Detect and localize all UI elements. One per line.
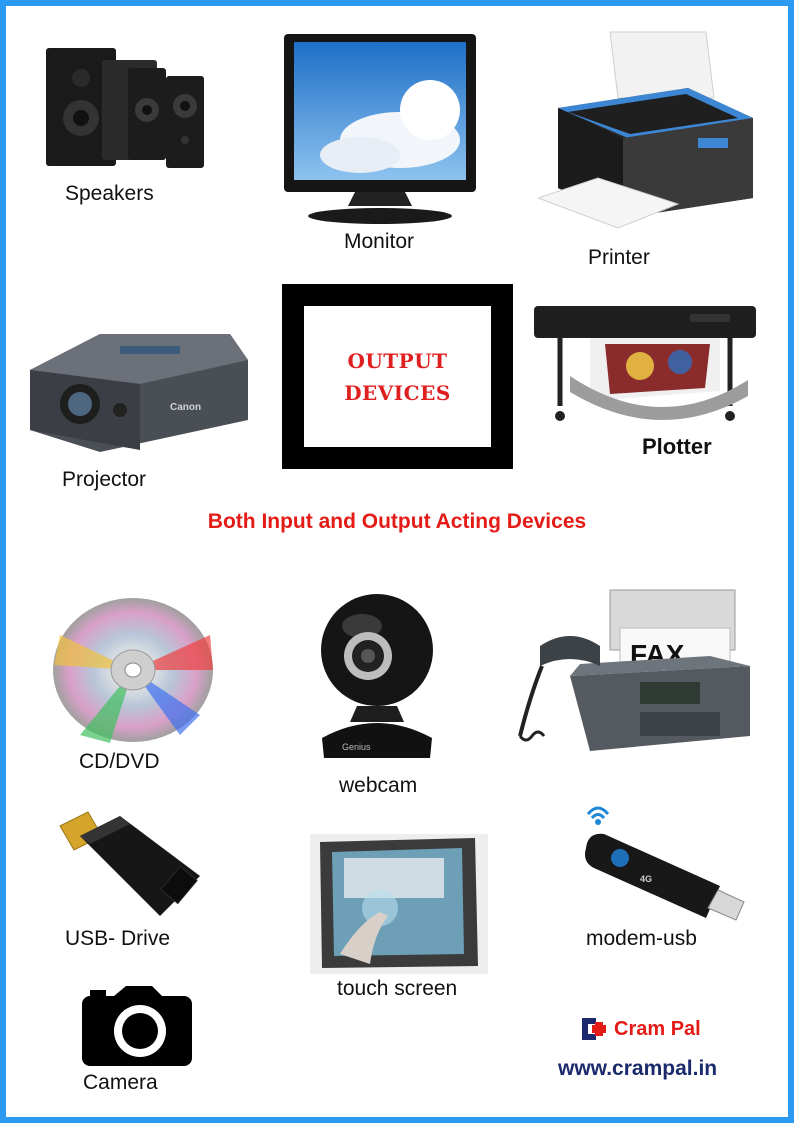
subtitle: Both Input and Output Acting Devices xyxy=(207,510,587,533)
projector-icon: Canon xyxy=(20,320,252,455)
wifi-icon xyxy=(586,806,610,825)
monitor-label: Monitor xyxy=(344,230,415,253)
printer-icon xyxy=(538,28,758,233)
monitor-icon xyxy=(280,30,480,230)
cd-dvd-label: CD/DVD xyxy=(79,750,160,773)
printer-label: Printer xyxy=(588,246,650,269)
crampal-logo-icon xyxy=(580,1014,608,1044)
title-line-1: OUTPUT xyxy=(347,348,448,373)
title-line-2: DEVICES xyxy=(344,380,451,405)
plotter-label: Plotter xyxy=(642,434,712,459)
webcam-icon: Genius xyxy=(312,588,442,768)
cd-icon xyxy=(50,595,216,745)
usb-drive-label: USB- Drive xyxy=(65,927,171,950)
touch-screen-label: touch screen xyxy=(337,977,458,1000)
projector-brand-text: Canon xyxy=(170,402,201,413)
webcam-brand-text: Genius xyxy=(342,742,371,752)
speakers-label: Speakers xyxy=(65,182,154,205)
modem-usb-label: modem-usb xyxy=(586,927,697,950)
modem-4g-text: 4G xyxy=(640,874,652,884)
camera-label: Camera xyxy=(83,1071,158,1094)
brand: Cram Pal xyxy=(580,1014,701,1044)
usb-drive-icon xyxy=(50,806,210,926)
camera-icon xyxy=(82,986,192,1068)
speakers-icon xyxy=(40,40,210,175)
fax-icon: FAX xyxy=(510,586,760,766)
projector-label: Projector xyxy=(62,468,147,491)
brand-name: Cram Pal xyxy=(614,1017,701,1040)
modem-icon: 4G xyxy=(580,796,750,926)
brand-url[interactable]: www.crampal.in xyxy=(558,1057,718,1080)
title-box: OUTPUT DEVICES xyxy=(282,284,513,469)
webcam-label: webcam xyxy=(339,774,418,797)
touch-screen-icon xyxy=(310,834,488,974)
title-inner: OUTPUT DEVICES xyxy=(304,306,491,447)
plotter-icon xyxy=(530,296,762,436)
